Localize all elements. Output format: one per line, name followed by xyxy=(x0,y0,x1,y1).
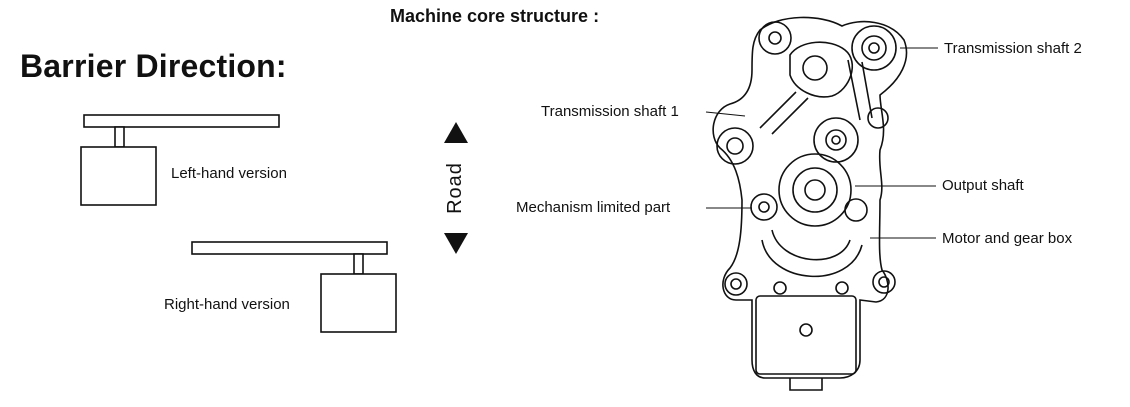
leader-lines xyxy=(705,47,938,239)
mechanism-limited-part-label: Mechanism limited part xyxy=(516,199,671,216)
left-hand-version-label: Left-hand version xyxy=(171,165,287,182)
left-hand-connector xyxy=(114,126,125,148)
motor-and-gear-box-label: Motor and gear box xyxy=(942,230,1073,247)
road-down-arrow-icon xyxy=(444,233,468,254)
right-hand-cabinet xyxy=(320,273,397,333)
output-shaft-label: Output shaft xyxy=(942,177,1024,194)
right-hand-connector xyxy=(353,253,364,275)
transmission-shaft-1-label: Transmission shaft 1 xyxy=(541,103,679,120)
right-hand-version-label: Right-hand version xyxy=(164,296,290,313)
machine-core-drawing xyxy=(712,16,908,391)
transmission-shaft-2-label: Transmission shaft 2 xyxy=(944,40,1082,57)
left-hand-boom xyxy=(83,114,280,128)
right-hand-boom xyxy=(191,241,388,255)
leader-transmission-shaft-1 xyxy=(705,111,746,117)
road-label: Road xyxy=(444,162,466,214)
right-hand-barrier-diagram xyxy=(191,241,397,333)
barrier-direction-title: Barrier Direction: xyxy=(20,48,287,84)
left-hand-cabinet xyxy=(80,146,157,206)
road-up-arrow-icon xyxy=(444,122,468,143)
machine-core-title: Machine core structure : xyxy=(390,6,600,26)
left-hand-barrier-diagram xyxy=(80,114,280,206)
